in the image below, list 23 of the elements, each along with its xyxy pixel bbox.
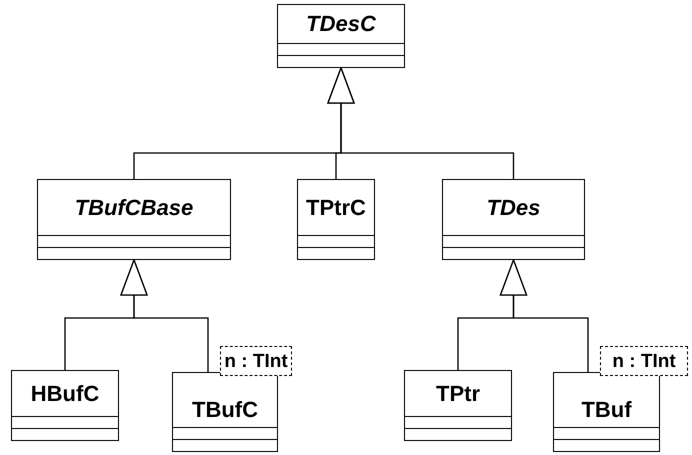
class-name: TDesC xyxy=(306,13,376,35)
generalization-arrow xyxy=(500,259,589,372)
template-parameter-box xyxy=(220,346,292,376)
class-name: TBufC xyxy=(192,399,258,421)
class-name: TPtr xyxy=(436,382,480,404)
class-name: TBufCBase xyxy=(74,196,194,218)
class-box xyxy=(11,370,119,441)
class-box xyxy=(37,179,231,260)
class-box xyxy=(553,372,660,452)
template-parameter: n : TInt xyxy=(224,352,288,370)
class-name: TPtrC xyxy=(306,196,366,218)
class-box xyxy=(172,372,278,452)
generalization-arrow xyxy=(120,259,209,372)
class-box xyxy=(277,4,405,68)
class-name: TBuf xyxy=(581,399,632,421)
generalization-arrow xyxy=(327,67,514,179)
class-name: HBufC xyxy=(30,382,100,404)
class-box xyxy=(442,179,585,260)
template-parameter: n : TInt xyxy=(612,352,676,370)
template-parameter-box xyxy=(600,346,688,376)
class-name: TDes xyxy=(486,196,540,218)
class-box xyxy=(297,179,375,260)
class-box xyxy=(404,370,512,441)
